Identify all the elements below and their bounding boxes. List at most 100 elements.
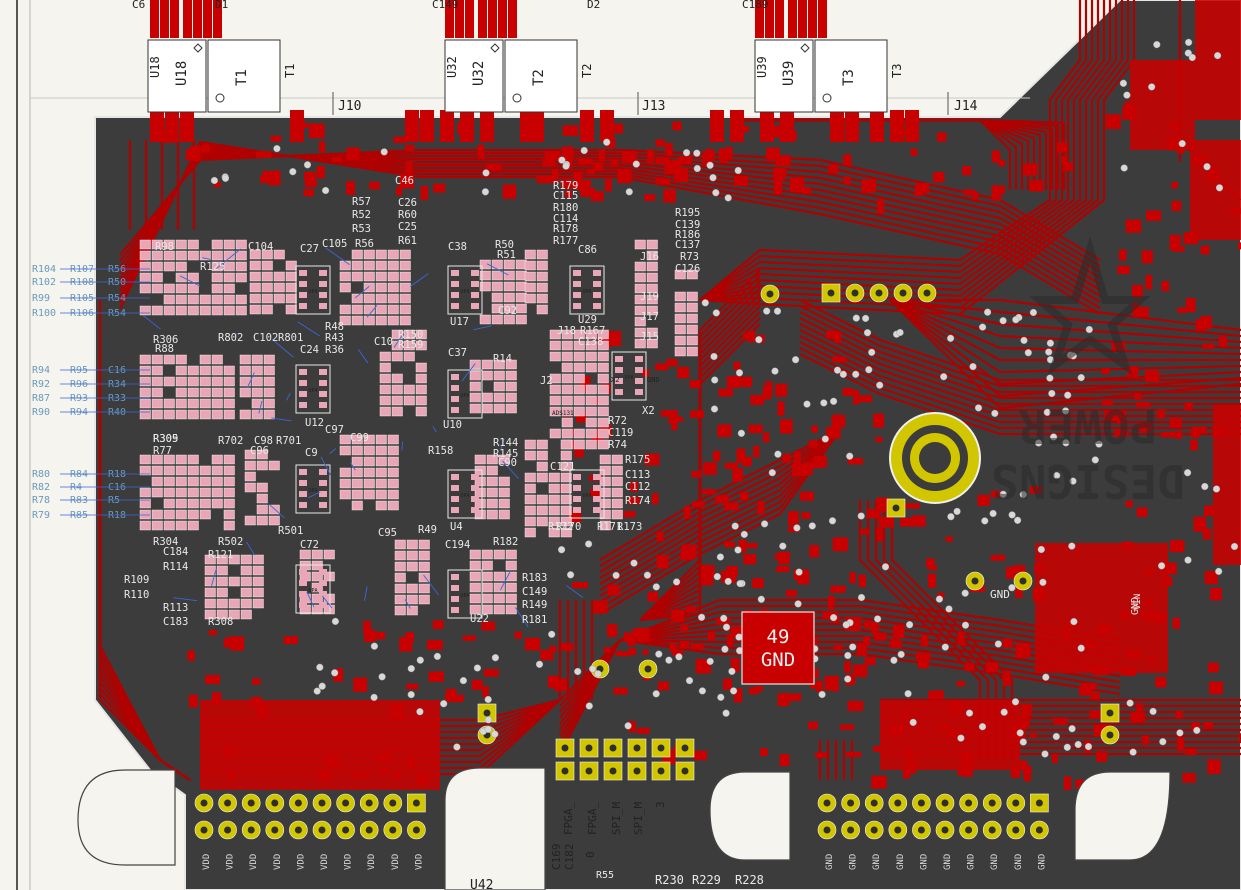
selected-pad[interactable] [211,387,223,398]
selected-pad[interactable] [549,340,561,351]
selected-pad[interactable] [599,509,611,520]
selected-pad[interactable] [674,302,686,313]
selected-pad[interactable] [686,269,698,280]
selected-pad[interactable] [399,271,411,282]
selected-pad[interactable] [646,261,658,272]
selected-pad[interactable] [211,454,223,465]
selected-pad[interactable] [252,598,264,609]
selected-pad[interactable] [391,340,403,351]
selected-pad[interactable] [503,281,515,292]
selected-pad[interactable] [548,516,560,527]
selected-pad[interactable] [375,445,387,456]
selected-pad[interactable] [139,509,151,520]
selected-pad[interactable] [285,282,297,293]
selected-pad[interactable] [285,271,297,282]
selected-pad[interactable] [163,476,175,487]
selected-pad[interactable] [597,406,609,417]
selected-pad[interactable] [375,456,387,467]
selected-pad[interactable] [634,338,646,349]
selected-pad[interactable] [611,498,623,509]
selected-pad[interactable] [415,362,427,373]
selected-pad[interactable] [503,314,515,325]
selected-pad[interactable] [285,293,297,304]
selected-pad[interactable] [418,572,430,583]
selected-pad[interactable] [674,335,686,346]
selected-pad[interactable] [252,587,264,598]
selected-pad[interactable] [223,365,235,376]
selected-pad[interactable] [240,565,252,576]
selected-pad[interactable] [239,365,251,376]
selected-pad[interactable] [536,461,548,472]
selected-pad[interactable] [251,387,263,398]
selected-pad[interactable] [646,283,658,294]
selected-pad[interactable] [223,305,235,316]
selected-pad[interactable] [505,359,517,370]
opamp-outline[interactable] [569,265,605,315]
selected-pad[interactable] [474,509,486,520]
selected-pad[interactable] [199,498,211,509]
selected-pad[interactable] [351,489,363,500]
selected-pad[interactable] [399,249,411,260]
selected-pad[interactable] [311,582,323,593]
selected-pad[interactable] [252,565,264,576]
selected-pad[interactable] [536,260,548,271]
selected-pad[interactable] [634,294,646,305]
selected-pad[interactable] [175,354,187,365]
selected-pad[interactable] [505,370,517,381]
selected-pad[interactable] [403,384,415,395]
selected-pad[interactable] [187,520,199,531]
selected-pad[interactable] [139,387,151,398]
selected-pad[interactable] [223,387,235,398]
selected-pad[interactable] [240,587,252,598]
selected-pad[interactable] [394,572,406,583]
selected-pad[interactable] [339,315,351,326]
selected-pad[interactable] [415,373,427,384]
selected-pad[interactable] [548,494,560,505]
opamp-outline[interactable] [295,464,331,514]
selected-pad[interactable] [139,365,151,376]
selected-pad[interactable] [249,293,261,304]
selected-pad[interactable] [187,294,199,305]
selected-pad[interactable] [363,434,375,445]
selected-pad[interactable] [211,409,223,420]
selected-pad[interactable] [391,351,403,362]
selected-pad[interactable] [375,282,387,293]
selected-pad[interactable] [549,428,561,439]
selected-pad[interactable] [223,272,235,283]
opamp-outline[interactable] [447,469,483,519]
selected-pad[interactable] [187,454,199,465]
selected-pad[interactable] [228,598,240,609]
selected-pad[interactable] [394,550,406,561]
selected-pad[interactable] [175,398,187,409]
selected-pad[interactable] [187,476,199,487]
selected-pad[interactable] [216,587,228,598]
selected-pad[interactable] [223,465,235,476]
selected-pad[interactable] [175,261,187,272]
selected-pad[interactable] [469,560,481,571]
selected-pad[interactable] [311,571,323,582]
selected-pad[interactable] [611,509,623,520]
opamp-outline[interactable] [295,265,331,315]
selected-pad[interactable] [175,409,187,420]
selected-pad[interactable] [175,509,187,520]
selected-pad[interactable] [273,249,285,260]
selected-pad[interactable] [686,346,698,357]
selected-pad[interactable] [536,516,548,527]
selected-pad[interactable] [139,261,151,272]
selected-pad[interactable] [252,554,264,565]
selected-pad[interactable] [235,250,247,261]
selected-pad[interactable] [674,291,686,302]
selected-pad[interactable] [418,539,430,550]
selected-pad[interactable] [273,271,285,282]
selected-pad[interactable] [493,593,505,604]
selected-pad[interactable] [263,365,275,376]
selected-pad[interactable] [536,472,548,483]
selected-pad[interactable] [406,583,418,594]
selected-pad[interactable] [573,428,585,439]
selected-pad[interactable] [479,281,491,292]
selected-pad[interactable] [486,465,498,476]
selected-pad[interactable] [285,304,297,315]
selected-pad[interactable] [175,465,187,476]
selected-pad[interactable] [199,487,211,498]
selected-pad[interactable] [187,409,199,420]
